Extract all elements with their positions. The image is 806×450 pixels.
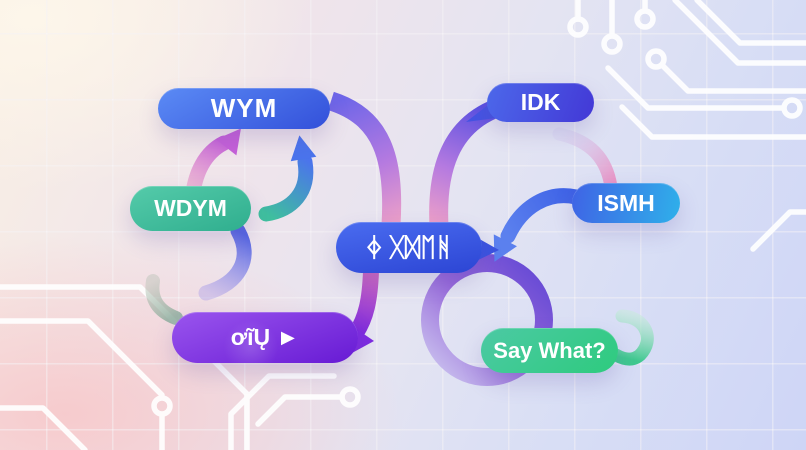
say-what-hook bbox=[609, 309, 654, 366]
node-wym-label: WYM bbox=[210, 93, 278, 123]
node-say-what-label: Say What? bbox=[493, 337, 606, 363]
teal-up-arrowhead bbox=[290, 135, 317, 162]
node-glyph-bubble: ᛄ ᚷᛞᛖᚻ bbox=[336, 222, 482, 273]
node-wym: WYM bbox=[158, 88, 330, 129]
wym-to-glyph-ribbon bbox=[327, 91, 402, 226]
node-scribble-bubble-label: ơĩŲ ► bbox=[230, 324, 300, 350]
ismh-to-glyph-arrow-shaft bbox=[500, 188, 584, 244]
node-ismh: ISMH bbox=[572, 183, 680, 223]
node-glyph-bubble-label: ᛄ ᚷᛞᛖᚻ bbox=[366, 232, 452, 262]
circuit-traces-top-right bbox=[567, 0, 806, 252]
idk-to-ismh-hook bbox=[552, 127, 618, 194]
ismh-to-glyph-arrowhead bbox=[493, 234, 517, 262]
wdym-loop-arc bbox=[198, 223, 252, 301]
circuit-traces-bottom-left bbox=[0, 284, 361, 450]
node-idk-label: IDK bbox=[520, 89, 561, 115]
teal-up-arrow-shaft bbox=[258, 154, 314, 222]
scribble-hook bbox=[145, 274, 183, 325]
say-what-loop-ring bbox=[421, 254, 553, 386]
node-idk: IDK bbox=[487, 83, 594, 122]
wdym-to-wym-arrowhead bbox=[215, 128, 241, 156]
node-scribble-bubble: ơĩŲ ► bbox=[172, 312, 358, 378]
idk-to-glyph-ribbon bbox=[429, 101, 497, 227]
node-wdym: WDYM bbox=[130, 186, 251, 231]
node-wdym-label: WDYM bbox=[154, 195, 227, 221]
node-ismh-label: ISMH bbox=[597, 189, 655, 216]
node-say-what: Say What? bbox=[481, 328, 618, 373]
glyph-to-scribble-ribbon bbox=[349, 270, 379, 338]
